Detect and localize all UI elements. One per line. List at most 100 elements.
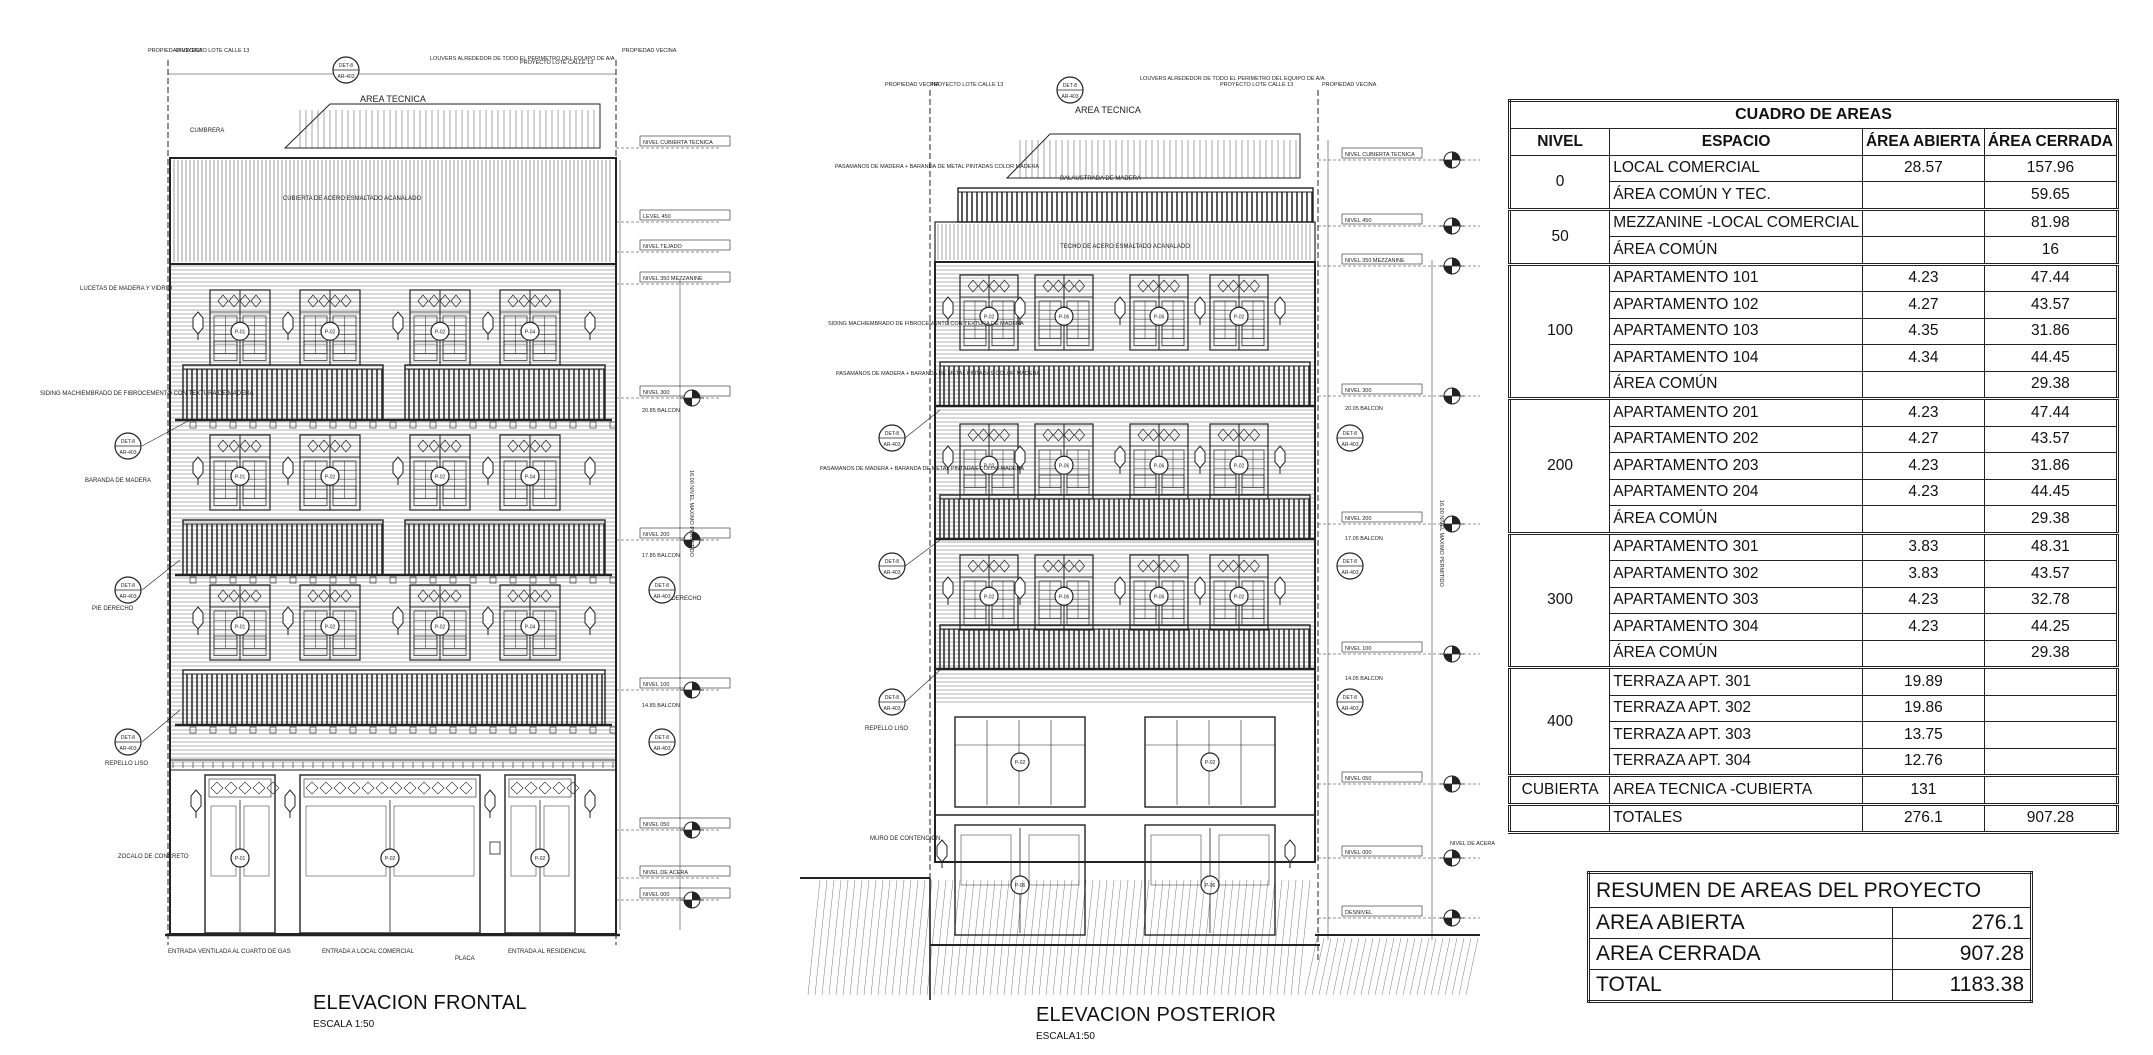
balcony-bracket [349,576,357,584]
area-abierta-cell: 4.34 [1861,344,1985,372]
leader-line [904,409,941,439]
level-label: NIVEL CUBIERTA TECNICA [643,140,713,146]
level-label: NIVEL CUBIERTA TECNICA [1345,152,1415,158]
transom-ornament [524,781,538,795]
balcony-bracket [429,726,437,734]
transom-ornament [459,781,473,795]
balcony-bracket [269,576,277,584]
wall-lamp-icon [282,606,294,630]
front-elevation-title: ELEVACION FRONTAL [313,992,527,1014]
summary-value: 1183.38 [1892,969,2032,1002]
balcony-bracket [389,576,397,584]
transom-ornament [329,294,341,308]
door-transom [299,584,361,608]
label-lot: PROYECTO LOTE CALLE 13 [176,48,249,54]
door-tag [320,321,340,341]
espacio-cell: TERRAZA APT. 301 [1609,667,1863,696]
level-marker-fill [692,532,700,540]
earth-hatch [1381,937,1395,996]
label-altura-maxima: 16.00 NIVEL MAXIMO PERMITIDO [1438,500,1444,588]
summary-title: RESUMEN DE AREAS DEL PROYECTO [1588,872,2032,908]
summary-label: AREA CERRADA [1588,938,1893,970]
transom-ornament [417,294,429,308]
transom-ornament [210,781,224,795]
area-cerrada-cell: 81.98 [1983,208,2119,237]
door-lower-panel [242,340,267,361]
level-marker-fill [1444,858,1452,866]
earth-hatch [926,879,940,996]
door-tag-text: P-06 [1154,463,1165,469]
door-tag-text: P-02 [1234,314,1245,320]
transom-ornament [239,589,251,603]
door-tag-text: P-04 [525,329,536,335]
wall-lamp-icon [282,456,294,480]
door-lower-panel [442,635,467,656]
earth-hatch [1276,879,1290,996]
transom-ornament [417,439,429,453]
transom-ornament [1169,279,1180,293]
leader-line [904,669,941,703]
transom-ornament [1053,428,1064,442]
area-cerrada-cell: 29.38 [1983,370,2119,399]
entry-door-gas [204,774,276,934]
earth-hatch [989,879,1003,996]
earth-hatch [1101,879,1115,996]
balcony-bracket [409,726,417,734]
earth-hatch [1199,879,1213,996]
transom-ornament [1158,279,1170,293]
espacio-cell: APARTAMENTO 202 [1609,425,1863,453]
transom-ornament [529,294,541,308]
label-entrada-gas: ENTRADA VENTILADA AL CUARTO DE GAS [168,949,291,955]
transom-ornament [988,559,1000,573]
door-tag-text: P-02 [984,463,995,469]
level-marker-fill [1444,524,1452,532]
leader-line [141,419,191,447]
door-tag [979,586,999,606]
level-marker-fill [1452,152,1460,160]
earth-hatch [1360,937,1374,996]
area-abierta-cell: 131 [1861,775,1985,805]
transom-ornament [305,781,319,795]
espacio-cell: TERRAZA APT. 303 [1609,721,1863,749]
level-label: NIVEL 050 [643,822,669,828]
door-transom [499,584,561,608]
balcony-bracket [569,576,577,584]
wall-lamp-icon [484,789,496,813]
balcony-bracket [269,726,277,734]
balcony-bracket [189,421,197,429]
wall-lamp-icon [1194,445,1206,469]
transom-ornament [252,781,266,795]
balcony-bracket [429,421,437,429]
balcony-bracket [389,726,397,734]
earth-hatch [961,879,975,996]
detail-callout-id: DET-8 [1343,695,1357,701]
earth-hatch [1318,937,1332,996]
door-lower-panel [442,340,467,361]
door-lower-panel [242,485,267,506]
espacio-cell: TERRAZA APT. 302 [1609,694,1863,722]
door-tag-text: P-04 [525,624,536,630]
espacio-cell: MEZZANINE -LOCAL COMERCIAL [1609,208,1863,237]
area-cerrada-cell: 29.38 [1983,639,2119,668]
level-tag [639,271,731,283]
storefront-window [1144,716,1276,808]
door-tag-text: P-06 [1154,594,1165,600]
espacio-cell: ÁREA COMÚN [1609,370,1863,399]
transom-ornament [967,428,979,442]
balcony-bracket [569,726,577,734]
door-tag [230,616,250,636]
level-label: NIVEL 200 [643,532,669,538]
wall-lamp-icon [942,576,954,600]
level-marker-fill [1452,776,1460,784]
area-cerrada-cell: 907.28 [1983,803,2119,833]
nivel-cell: 0 [1508,154,1611,210]
level-tag [1341,641,1423,653]
door-tag-text: P-02 [325,329,336,335]
label-baranda: BARANDA DE MADERA [85,478,151,484]
level-tag [1341,845,1423,857]
front-elevation-scale: ESCALA 1:50 [313,1019,375,1030]
entry-door-tag-text: P-02 [535,856,546,862]
